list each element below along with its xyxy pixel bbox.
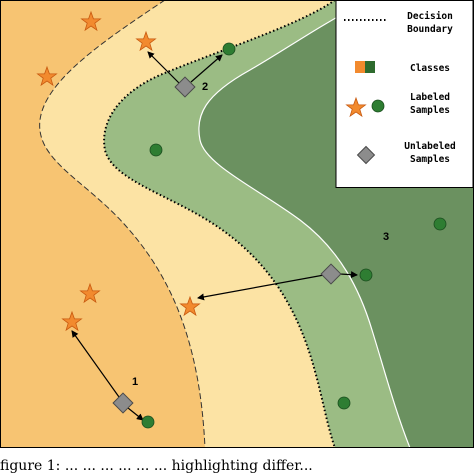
circle-icon: [222, 42, 236, 56]
region-edge-solid: [198, 4, 411, 448]
legend-unlabeled-line2: Samples: [410, 154, 450, 165]
legend-class-green-swatch: [365, 61, 375, 73]
arrow-3-to-star: [197, 274, 325, 301]
labeled-circles: [141, 42, 447, 429]
star-icon: [61, 310, 83, 332]
unlabeled-diamonds: [112, 76, 342, 414]
circle-icon: [433, 217, 447, 231]
legend-unlabeled-line1: Unlabeled: [404, 141, 456, 152]
annotation-2: 2: [202, 81, 208, 93]
legend: Decision Boundary Classes Labeled Sample…: [335, 0, 474, 188]
arrow-2-to-circle: [190, 54, 223, 83]
circle-icon: [149, 143, 163, 157]
star-icon: [79, 282, 101, 304]
star-icon: [80, 10, 102, 32]
star-icon: [135, 30, 157, 52]
circle-icon: [141, 415, 155, 429]
arrow-1-to-circle: [127, 407, 144, 421]
circle-icon: [359, 268, 373, 282]
legend-classes-label: Classes: [410, 63, 450, 74]
annotation-3: 3: [383, 231, 389, 243]
arrow-2-to-star: [147, 51, 181, 85]
arrows: [71, 51, 358, 421]
legend-boundary-line2: Boundary: [407, 24, 453, 35]
annotation-1: 1: [132, 376, 138, 388]
circle-icon: [337, 396, 351, 410]
region-edge-dashed: [39, 0, 206, 448]
legend-boundary-line1: Decision: [407, 11, 453, 22]
diamond-icon: [174, 76, 196, 98]
diamond-icon: [320, 263, 342, 285]
arrow-3-to-circle: [339, 271, 358, 279]
figure-caption: figure 1: ... ... ... ... ... ... highli…: [0, 458, 313, 474]
star-icon: [36, 65, 58, 87]
legend-labeled-line2: Samples: [410, 105, 450, 116]
legend-class-orange-swatch: [355, 61, 365, 73]
legend-star-icon: [345, 96, 367, 118]
labeled-stars: [36, 10, 201, 332]
arrow-1-to-star: [71, 330, 120, 398]
diamond-icon: [112, 392, 134, 414]
legend-labeled-line1: Labeled: [410, 92, 450, 103]
legend-diamond-icon: [356, 145, 376, 165]
star-icon: [179, 295, 201, 317]
legend-circle-icon: [371, 99, 385, 113]
